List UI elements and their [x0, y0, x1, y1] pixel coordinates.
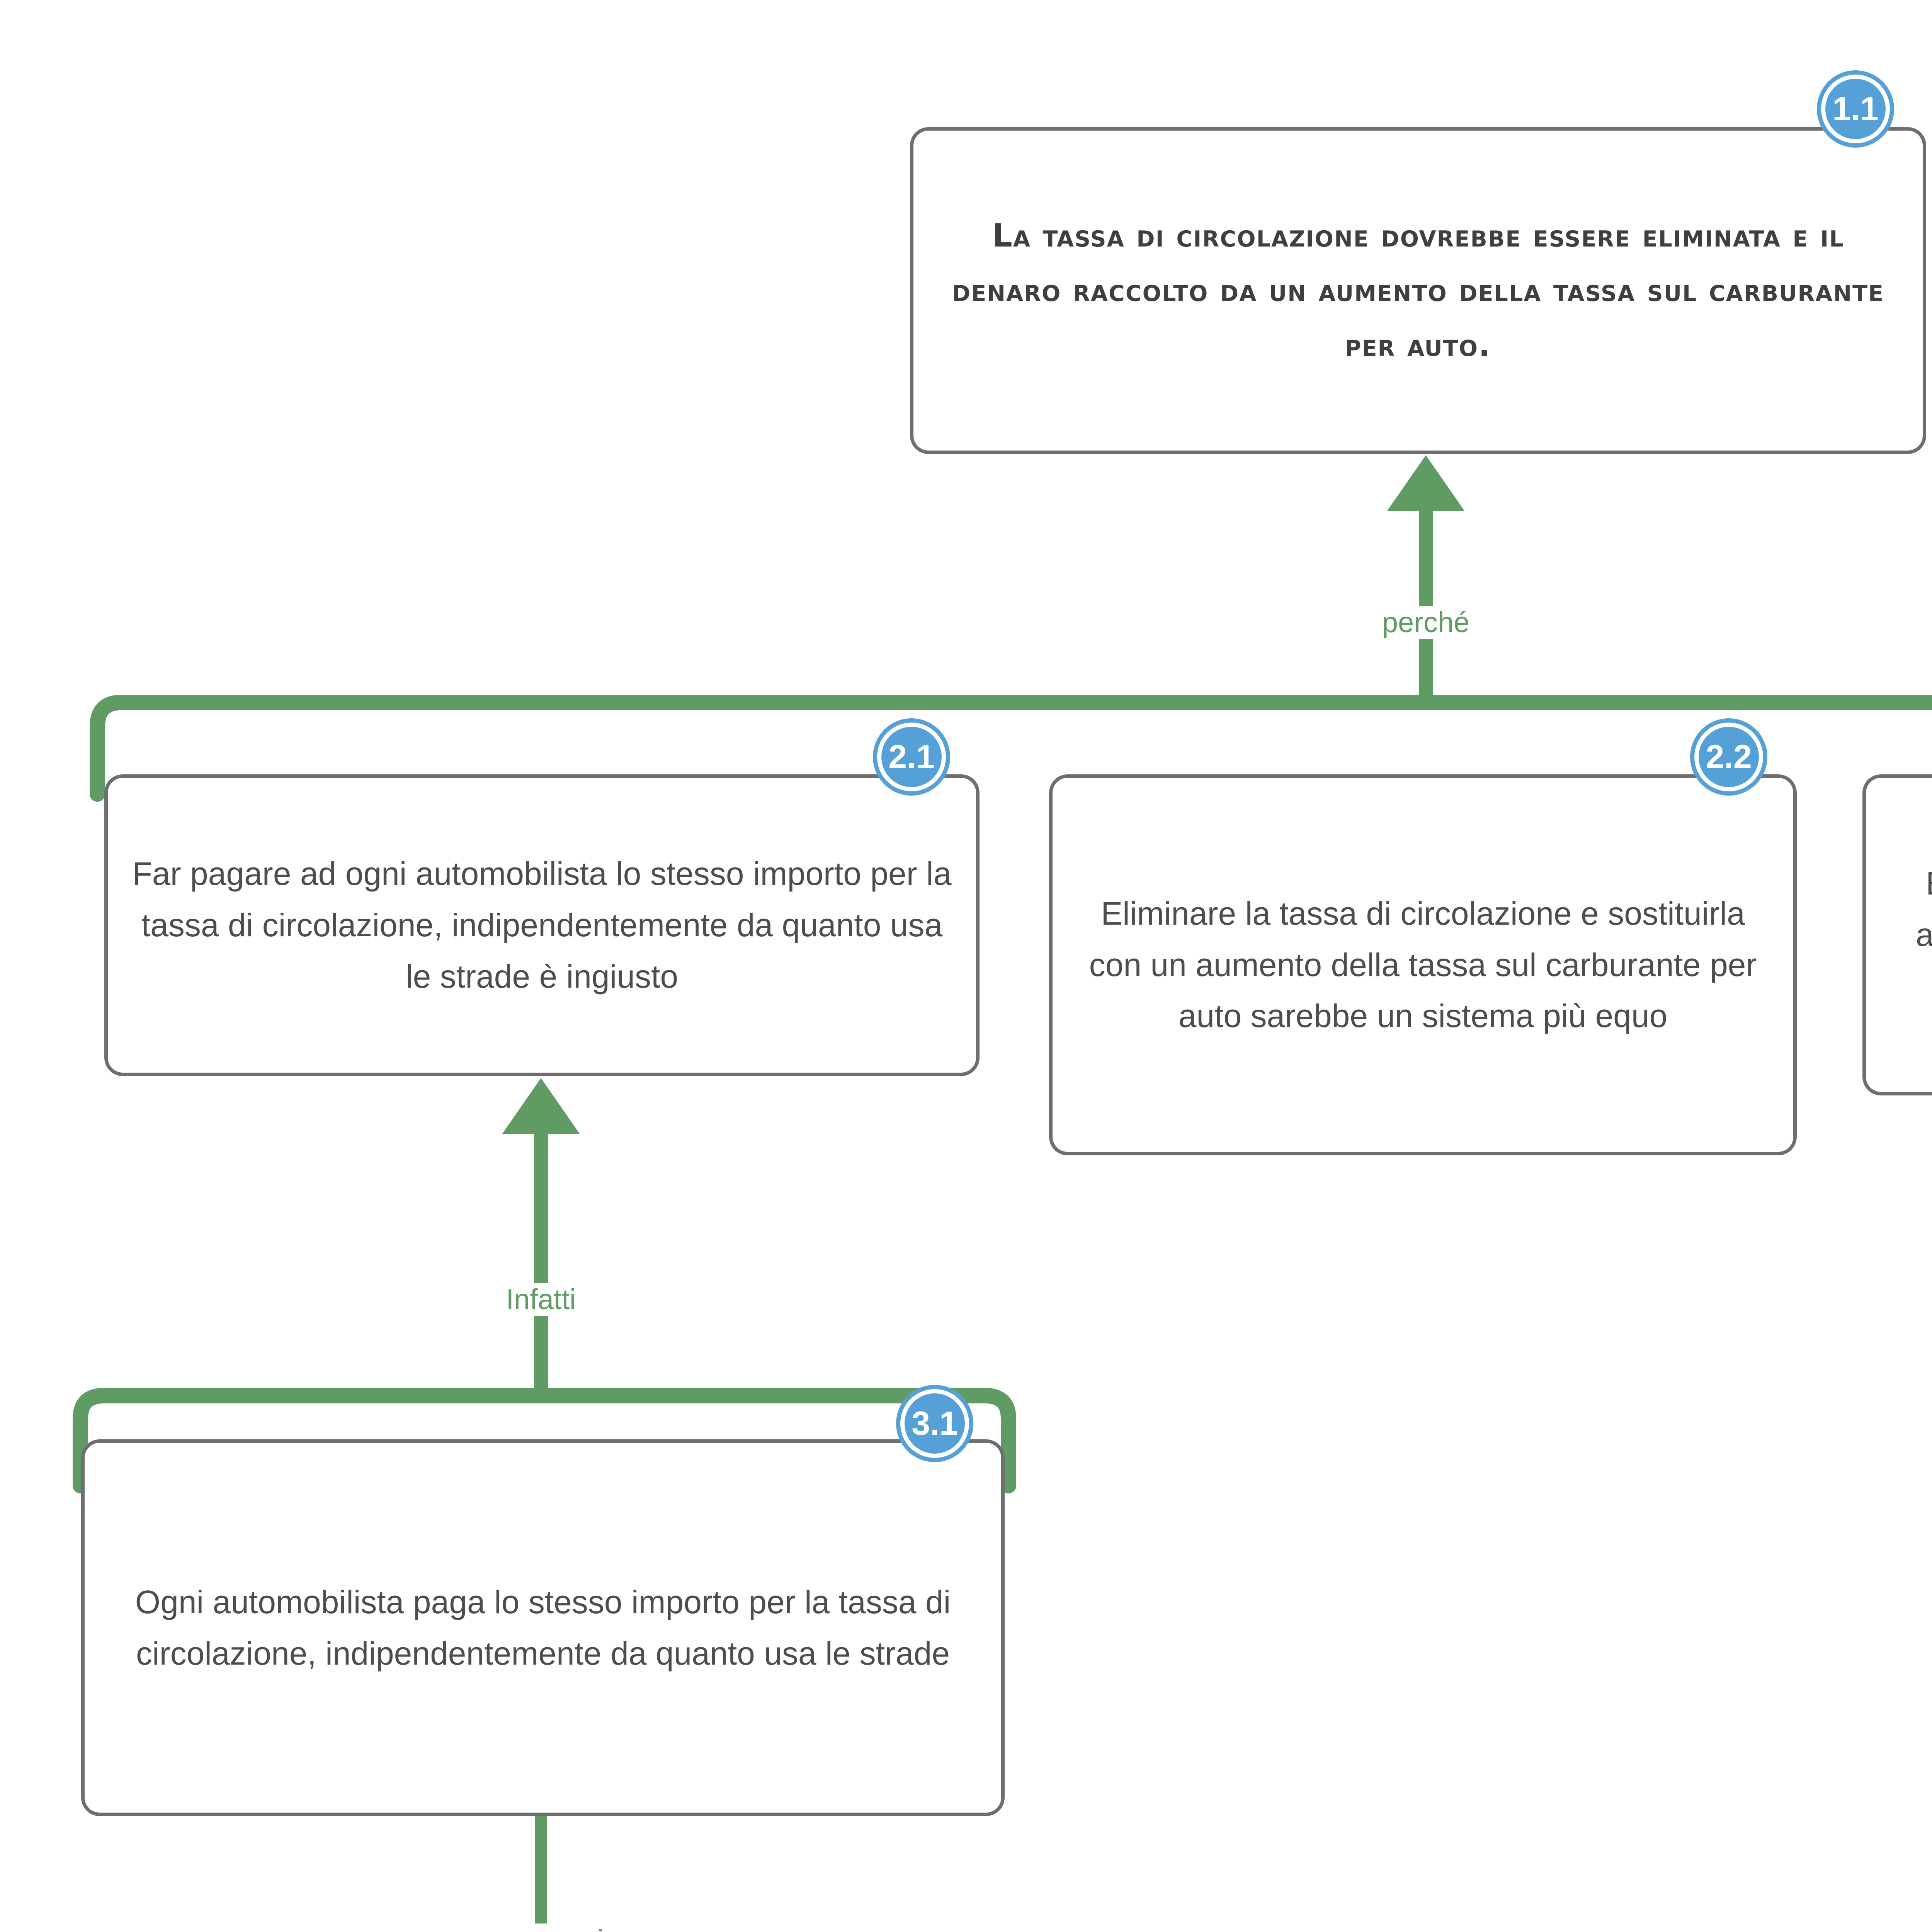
node-2-2[interactable]: Eliminare la tassa di circolazione e sos…: [1049, 774, 1797, 1155]
arrowhead-infatti: [502, 1078, 580, 1134]
node-1-1[interactable]: La tassa di circolazione dovrebbe essere…: [910, 127, 1926, 454]
badge-1-1[interactable]: 1.1: [1821, 75, 1890, 143]
badge-2-2[interactable]: 2.2: [1694, 723, 1763, 791]
node-1-1-text: La tassa di circolazione dovrebbe essere…: [952, 218, 1884, 364]
node-2-3[interactable]: Eliminare la tassa di circolazione e sos…: [1862, 774, 1932, 1095]
badge-3-1[interactable]: 3.1: [900, 1389, 969, 1458]
edge-label-per-esempio: per esempio: [456, 1923, 626, 1932]
node-3-1-text: Ogni automobilista paga lo stesso import…: [135, 1583, 951, 1672]
edge-per-esempio: [535, 1816, 547, 1932]
node-3-1[interactable]: Ogni automobilista paga lo stesso import…: [81, 1439, 1005, 1816]
node-2-1-text: Far pagare ad ogni automobilista lo stes…: [132, 855, 952, 995]
node-2-2-text: Eliminare la tassa di circolazione e sos…: [1089, 895, 1757, 1034]
edge-infatti: [73, 1078, 1016, 1493]
arrowhead-perche: [1387, 455, 1464, 511]
edge-label-perche: perché: [1376, 606, 1476, 639]
badge-2-1[interactable]: 2.1: [877, 723, 946, 791]
node-2-1[interactable]: Far pagare ad ogni automobilista lo stes…: [104, 774, 980, 1076]
edge-label-infatti: Infatti: [500, 1283, 582, 1316]
node-2-3-text: Eliminare la tassa di circolazione e sos…: [1916, 865, 1932, 953]
edge-perche: [90, 455, 1932, 802]
